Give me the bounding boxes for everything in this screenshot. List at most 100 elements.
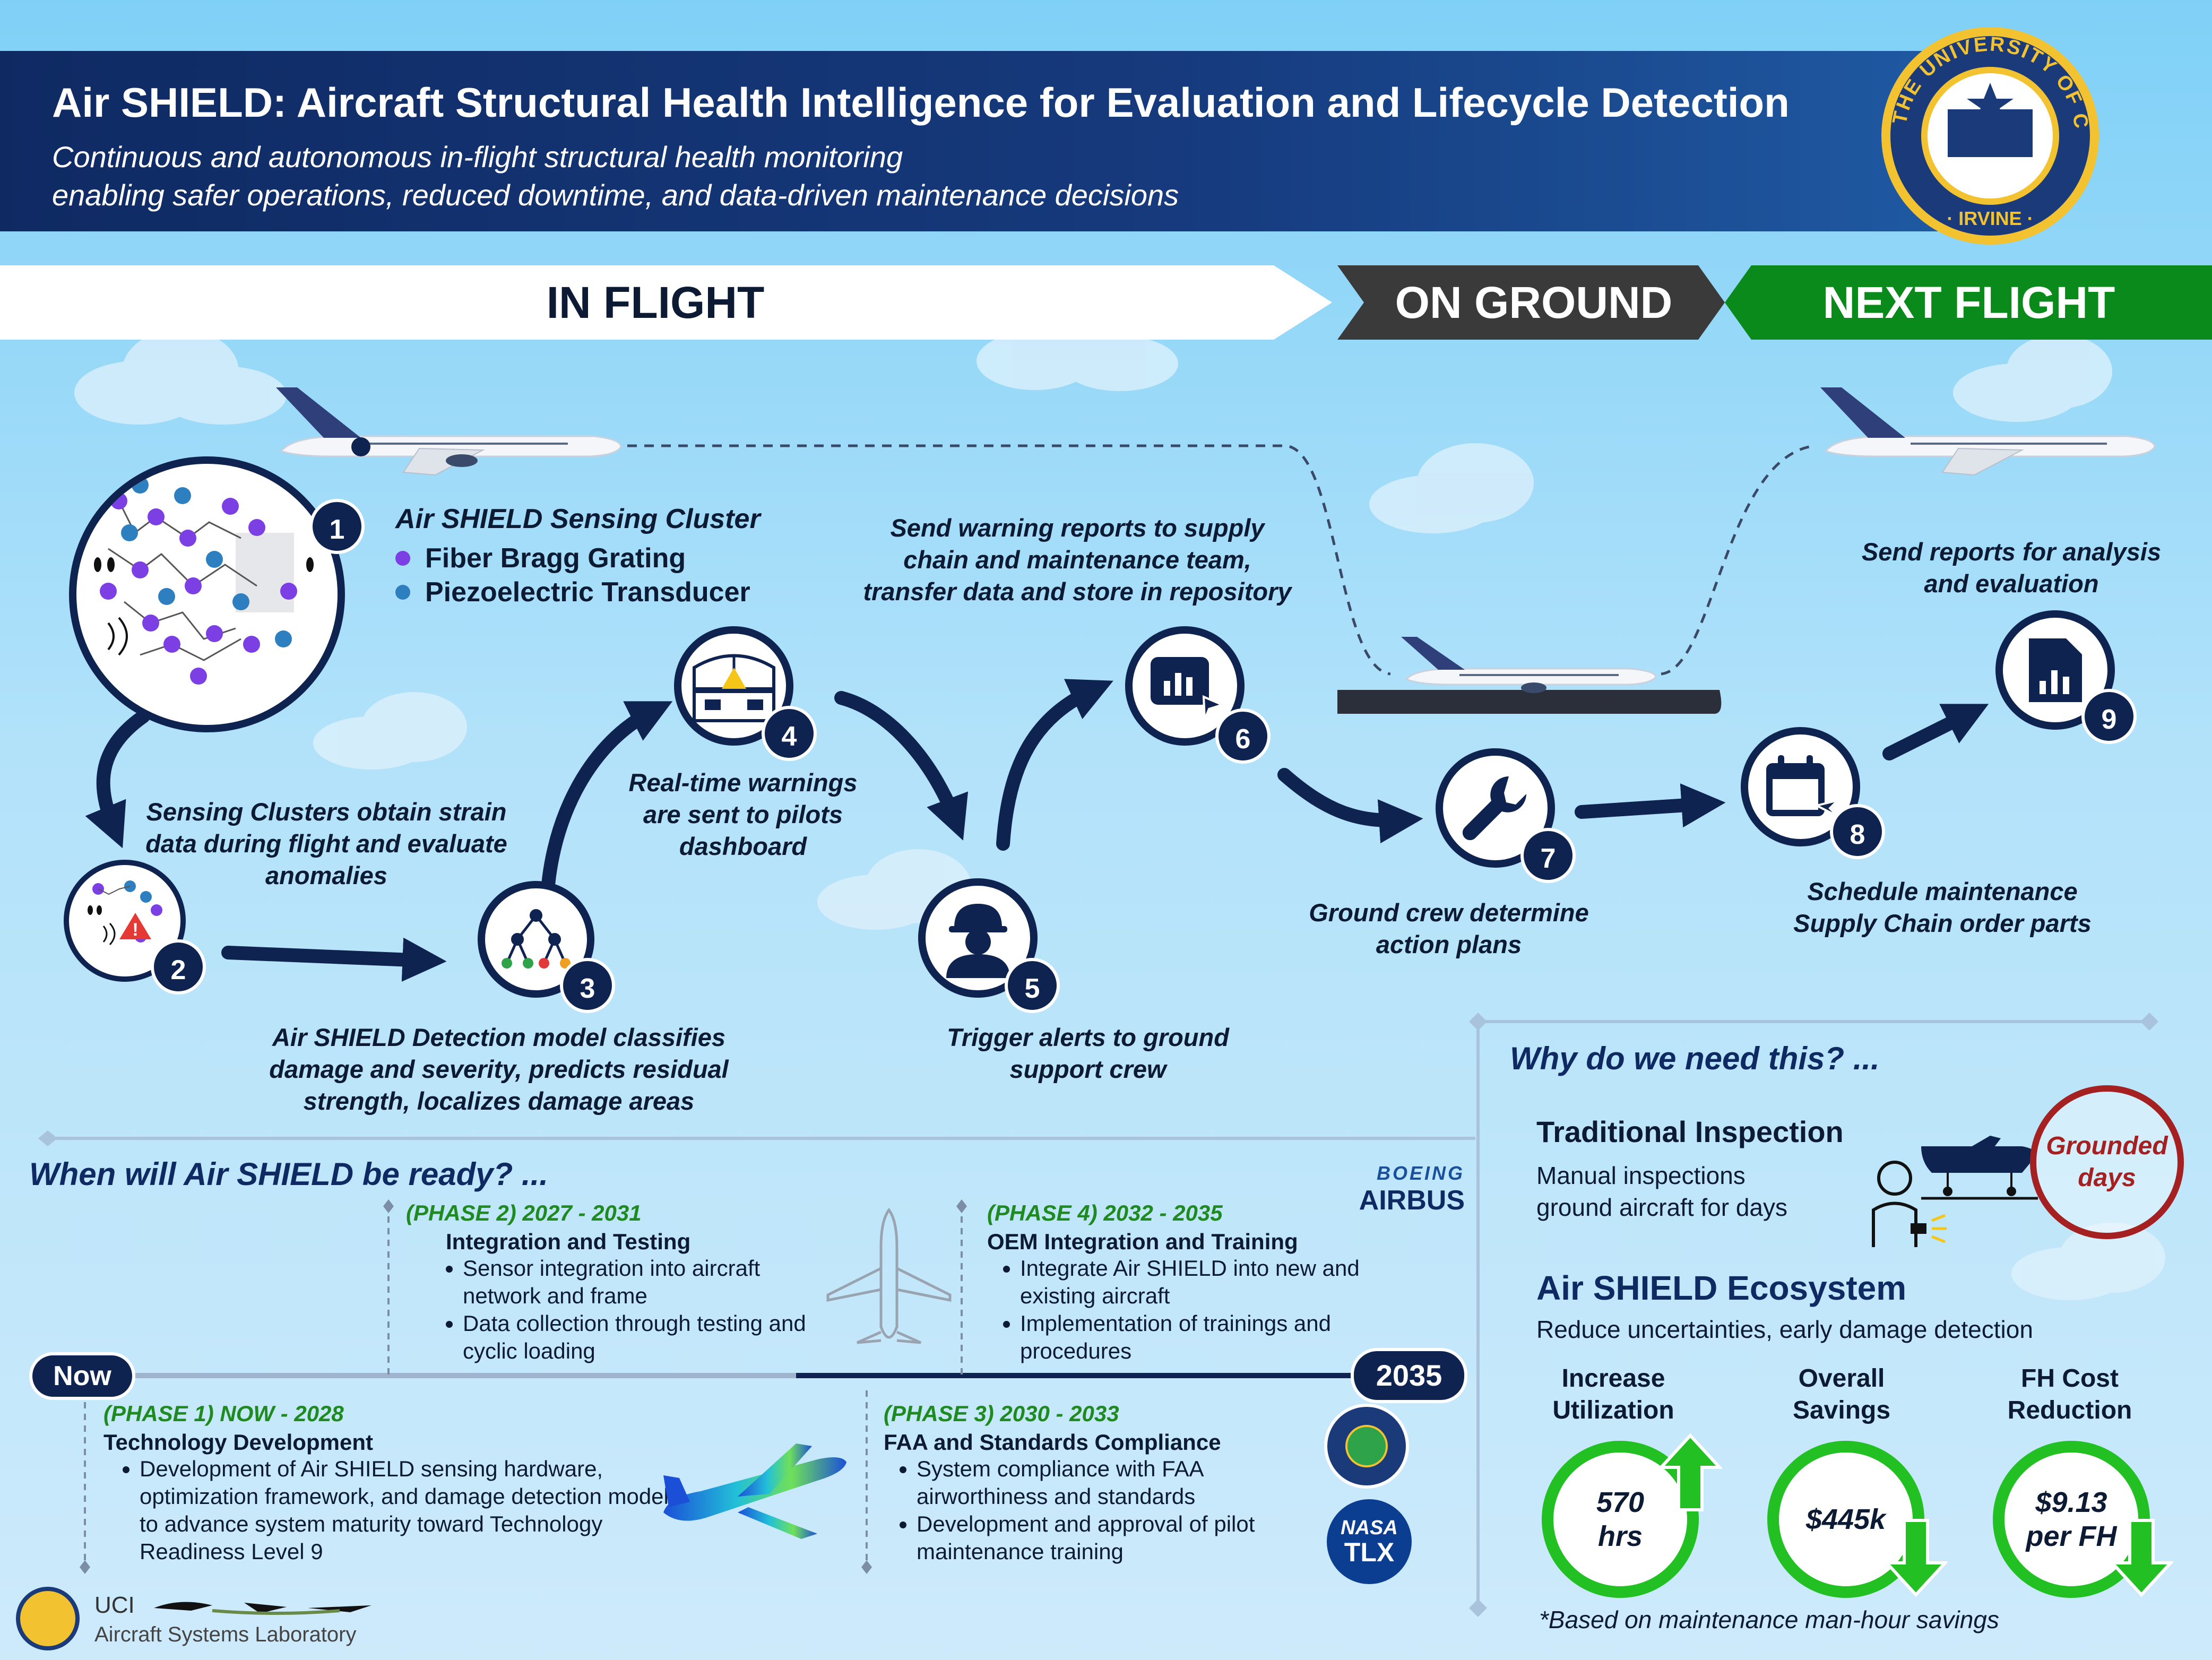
lab-silhouettes-icon [149,1587,382,1627]
timeline-start-pill: Now [29,1352,135,1400]
aircraft-top-view-icon [823,1205,955,1367]
traditional-text: Manual inspections ground aircraft for d… [1536,1160,1787,1223]
grounded-days-badge: Grounded days [2030,1085,2184,1239]
phase-3-block: (PHASE 3) 2030 - 2033 FAA and Standards … [884,1401,1335,1566]
cluster-legend: Air SHIELD Sensing Cluster Fiber Bragg G… [395,503,761,608]
metric-3-unit: per FH [2026,1520,2117,1552]
phase-4-bullet: Integrate Air SHIELD into new and existi… [1020,1255,1422,1310]
calendar-schedule-icon [1766,755,1841,817]
process-arrows [85,679,1989,982]
page-subtitle: Continuous and autonomous in-flight stru… [52,138,1179,214]
airplane-next-flight-icon [1804,387,2165,480]
metric-3-value: $9.13 [2035,1486,2107,1518]
phase-2-header: (PHASE 2) 2027 - 2031 [406,1200,642,1225]
step-2-number: 2 [151,939,206,995]
metric-2-label-line-1: Overall [1798,1364,1885,1393]
phase-3-header: (PHASE 3) 2030 - 2033 [884,1401,1119,1426]
boeing-logo: BOEING [1376,1162,1465,1184]
phase-1-block: (PHASE 1) NOW - 2028 Technology Developm… [103,1401,680,1566]
step-8-caption-line-2: Supply Chain order parts [1793,909,2092,937]
trend-down-arrow-icon [2109,1518,2174,1600]
cluster-title: Air SHIELD Sensing Cluster [395,504,761,534]
traditional-title: Traditional Inspection [1536,1115,1844,1148]
savings-footnote: *Based on maintenance man-hour savings [1539,1606,1999,1633]
step-4-caption: Real-time warnings are sent to pilots da… [628,768,858,860]
step-9-caption: Send reports for analysis and evaluation [1861,538,2162,598]
subtitle-line-2: enabling safer operations, reduced downt… [52,178,1179,212]
footer-lab: Aircraft Systems Laboratory [94,1623,357,1646]
airbus-logo: AIRBUS [1359,1185,1465,1216]
metric-2-value: $445k [1805,1503,1886,1535]
timeline-title: When will Air SHIELD be ready? ... [29,1156,548,1192]
anomaly-sensor-icon: ! [88,880,162,946]
pzt-legend-dot-icon [395,585,410,600]
step-8-number: 8 [1830,804,1885,859]
manual-inspection-icon [1863,1130,2043,1255]
step-7-caption: Ground crew determine action plans [1309,898,1589,958]
phase-1-bullet: Development of Air SHIELD sensing hardwa… [140,1455,686,1566]
step-5-caption: Trigger alerts to ground support crew [947,1023,1229,1083]
in-flight-bar [0,265,1332,340]
next-flight-bar [1725,265,2212,340]
legend-fbg: Fiber Bragg Grating [425,543,686,574]
step-8-caption-line-1: Schedule maintenance [1807,877,2078,905]
on-ground-bar [1337,265,1725,340]
cockpit-dashboard-icon [692,654,775,722]
runway [1337,690,1722,714]
phase-4-block: (PHASE 4) 2032 - 2035 OEM Integration an… [987,1200,1422,1365]
grounded-line-2: days [2078,1164,2136,1192]
phase-4-bullet: Implementation of trainings and procedur… [1020,1310,1422,1365]
ecosystem-subtitle: Reduce uncertainties, early damage detec… [1536,1316,2033,1343]
metric-1-label-line-1: Increase [1561,1364,1665,1393]
partner-logos-oem: BOEING AIRBUS [1311,1162,1465,1216]
traditional-line-1: Manual inspections [1536,1162,1746,1189]
clouds [74,300,2165,1300]
ecosystem-title: Air SHIELD Ecosystem [1536,1269,1907,1307]
uci-small-seal-logo [16,1587,80,1650]
phase-in-flight: IN FLIGHT [546,278,765,327]
subtitle-line-1: Continuous and autonomous in-flight stru… [52,140,903,174]
fea-aircraft-model-icon [658,1433,854,1552]
step-7-number: 7 [1520,828,1576,883]
why-title: Why do we need this? ... [1510,1041,1880,1076]
step-3-number: 3 [560,958,615,1013]
phase-2-subtitle: Integration and Testing [446,1229,691,1254]
phase-4-header: (PHASE 4) 2032 - 2035 [987,1200,1223,1225]
step-2-caption: Sensing Clusters obtain strain data duri… [145,798,507,889]
phase-3-bullet: Development and approval of pilot mainte… [917,1510,1335,1566]
step-6-caption: Send warning reports to supply chain and… [863,514,1292,606]
phase-on-ground: ON GROUND [1395,278,1673,327]
legend-pzt: Piezoelectric Transducer [425,577,750,608]
report-transfer-icon [1150,656,1225,720]
trend-down-arrow-icon [1883,1518,1949,1600]
step-5-number: 5 [1005,958,1060,1013]
sensor-network-icon [94,477,314,685]
airplane-on-ground-icon [1390,637,1666,698]
tlx-text: TLX [1344,1537,1395,1567]
step-3-caption: Air SHIELD Detection model classifies da… [269,1023,729,1115]
neural-network-icon [502,909,571,969]
step-8-caption: Schedule maintenance Supply Chain order … [1757,876,2128,939]
step-9-number: 9 [2081,689,2137,744]
uc-irvine-seal: THE UNIVERSITY OF CALIFORNIA · IRVINE · [1870,7,2102,247]
page-title: Air SHIELD: Aircraft Structural Health I… [52,79,1790,126]
metric-1-label: Increase Utilization [1528,1363,1698,1426]
metric-1-value: 570 [1596,1486,1645,1518]
metric-3-label-line-2: Reduction [2007,1396,2132,1424]
metric-3-label-line-1: FH Cost [2021,1364,2119,1393]
phase-3-subtitle: FAA and Standards Compliance [884,1430,1221,1455]
wrench-icon [1462,776,1526,840]
phase-1-header: (PHASE 1) NOW - 2028 [103,1401,344,1426]
metric-2-label: Overall Savings [1757,1363,1926,1426]
timeline-end-pill: 2035 [1351,1348,1467,1403]
metric-1-label-line-2: Utilization [1552,1396,1674,1424]
step-1-number: 1 [309,499,365,554]
ground-crew-worker-icon [946,903,1010,978]
grounded-line-1: Grounded [2046,1132,2168,1160]
airplane-in-flight-icon [260,387,632,480]
phase-next-flight: NEXT FLIGHT [1822,278,2115,327]
phase-2-block: (PHASE 2) 2027 - 2031 Integration and Te… [406,1200,841,1365]
nasa-text: NASA [1341,1517,1398,1539]
phase-3-bullet: System compliance with FAA airworthiness… [917,1455,1335,1510]
